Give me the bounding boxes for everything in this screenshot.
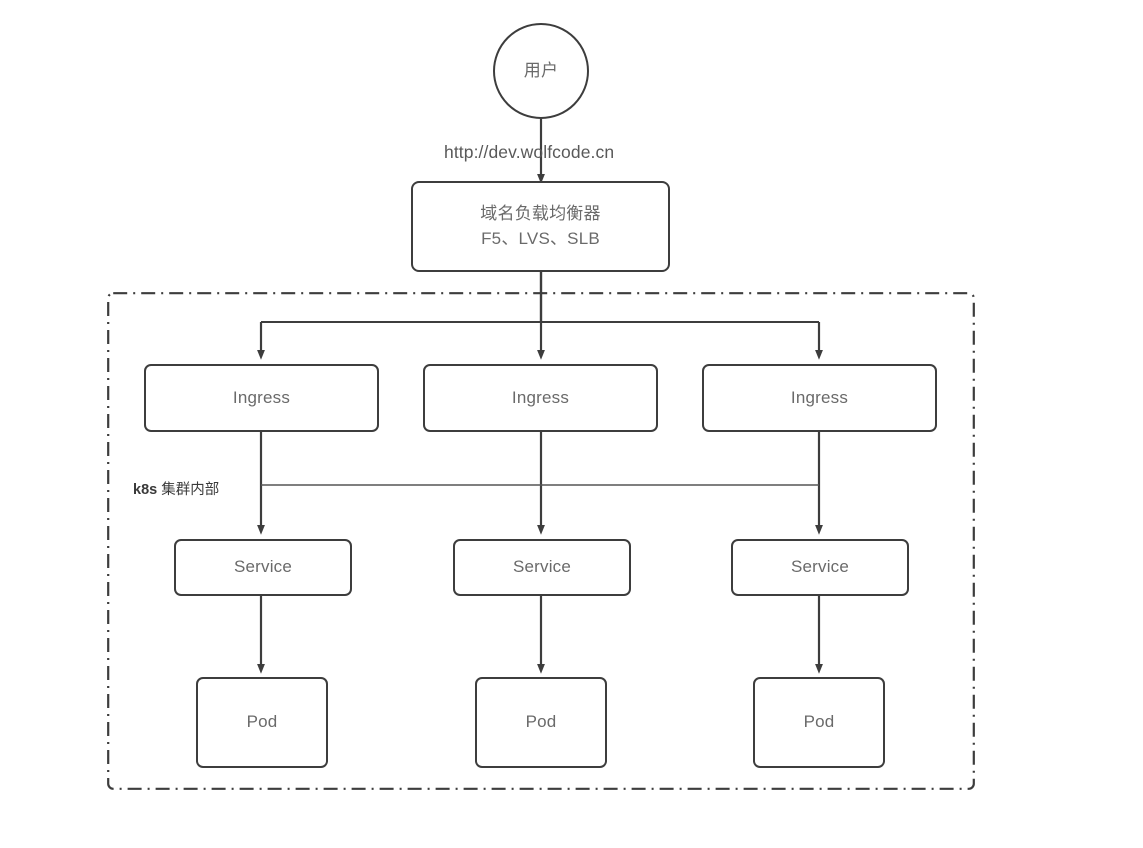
url-label: http://dev.wolfcode.cn (444, 142, 615, 162)
ingress-distribution-bus (257, 321, 823, 360)
pod-node-2[interactable]: Pod (475, 677, 607, 768)
ingress-node-1[interactable]: Ingress (144, 364, 379, 432)
ingress-node-3[interactable]: Ingress (702, 364, 937, 432)
k8s-cluster-label-rest: 集群内部 (157, 482, 220, 498)
user-node[interactable]: 用户 (493, 23, 589, 119)
service-node-3[interactable]: Service (731, 539, 909, 596)
k8s-cluster-label-bold: k8s (133, 482, 158, 498)
service-node-2[interactable]: Service (453, 539, 631, 596)
load-balancer-node[interactable]: 域名负载均衡器 F5、LVS、SLB (411, 181, 670, 272)
pod-node-3[interactable]: Pod (753, 677, 885, 768)
k8s-cluster-label: k8s 集群内部 (133, 478, 219, 499)
pod-node-1[interactable]: Pod (196, 677, 328, 768)
service-node-1[interactable]: Service (174, 539, 352, 596)
ingress-node-2[interactable]: Ingress (423, 364, 658, 432)
